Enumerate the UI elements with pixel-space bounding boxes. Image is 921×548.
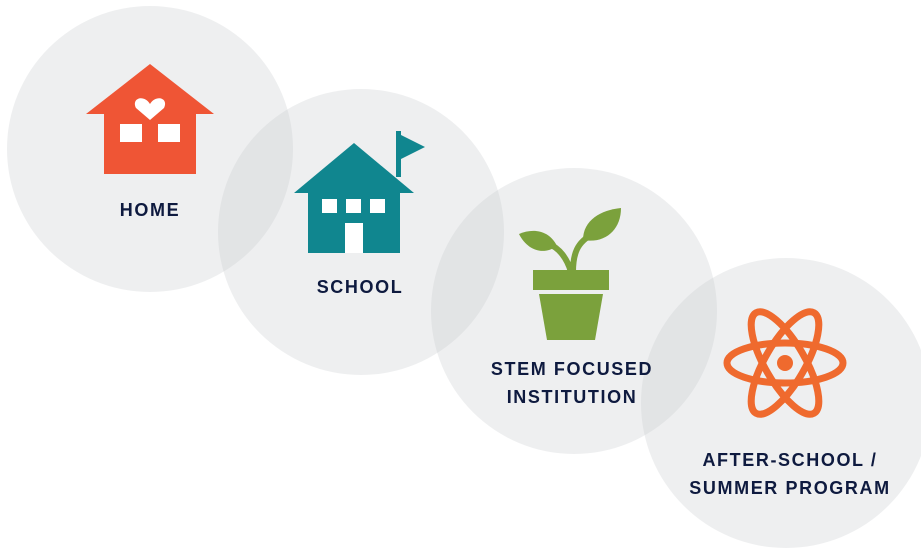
plant-pot-icon — [519, 208, 623, 340]
after-school-label-line-1: AFTER-SCHOOL / — [702, 450, 878, 470]
stem-label-line-1: STEM FOCUSED — [490, 359, 654, 379]
after-school-label-line-2: SUMMER PROGRAM — [689, 478, 891, 498]
house-heart-icon — [86, 64, 214, 174]
atom-icon — [722, 308, 848, 418]
home-label: HOME — [119, 200, 181, 220]
schoolhouse-flag-icon — [294, 131, 428, 253]
stem-label-line-2: INSTITUTION — [506, 387, 638, 407]
school-label: SCHOOL — [316, 277, 404, 297]
